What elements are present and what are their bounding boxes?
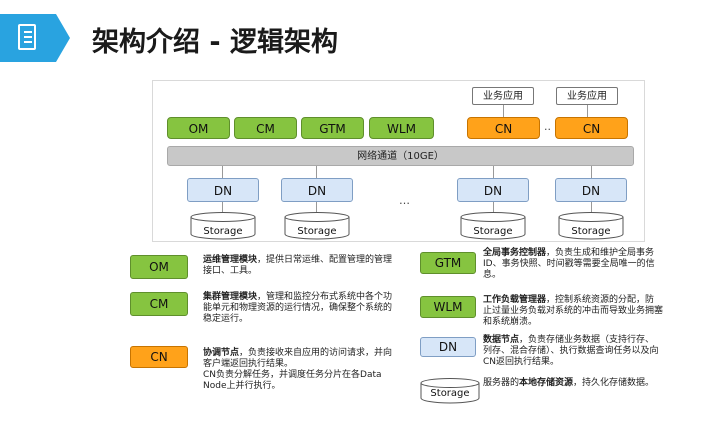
legend-gtm-desc: ，负责生成和维护全局事务ID、事务快照、时间戳等需要全局唯一的信息。 (483, 248, 655, 280)
connector-line (591, 202, 592, 212)
storage-cylinder-icon (284, 212, 350, 240)
gtm-node: GTM (301, 117, 364, 139)
legend-wlm-title: 工作负载管理器 (483, 295, 547, 305)
page-title: 架构介绍 - 逻辑架构 (92, 27, 339, 58)
storage-cylinder-icon (190, 212, 256, 240)
legend-cm-text: 集群管理模块，管理和监控分布式系统中各个功能单元和物理资源的运行情况，确保整个系… (203, 292, 393, 325)
legend-storage-text: 服务器的本地存储资源，持久化存储数据。 (483, 378, 663, 389)
legend-om-title: 运维管理模块 (203, 255, 258, 265)
legend-cn-box: CN (130, 346, 188, 368)
legend-cm-title: 集群管理模块 (203, 292, 258, 302)
legend-wlm-box: WLM (420, 296, 476, 318)
legend-storage-title: 本地存储资源 (519, 378, 574, 388)
app-box: 业务应用 (472, 87, 534, 105)
dn-ellipsis: … (399, 194, 410, 207)
legend-dn-text: 数据节点，负责存储业务数据（支持行存、列存、混合存储）、执行数据查询任务以及向C… (483, 335, 663, 368)
storage-cylinder-icon (460, 212, 526, 240)
legend-cn-desc: ，负责接收来自应用的访问请求，并向客户端返回执行结果。 (203, 348, 393, 369)
legend-om-desc: ，提供日常运维、配置管理的管理接口、工具。 (203, 255, 393, 276)
connector-line (587, 105, 588, 117)
wlm-node: WLM (369, 117, 434, 139)
legend-dn-title: 数据节点 (483, 335, 520, 345)
legend-om-box: OM (130, 255, 188, 279)
connector-line (222, 202, 223, 212)
legend-wlm-text: 工作负载管理器，控制系统资源的分配，防止过量业务负载对系统的冲击而导致业务拥塞和… (483, 295, 663, 328)
legend-storage-cylinder-icon (420, 378, 480, 404)
legend-cm-desc: ，管理和监控分布式系统中各个功能单元和物理资源的运行情况，确保整个系统的稳定运行… (203, 292, 393, 324)
legend-gtm-title: 全局事务控制器 (483, 248, 547, 258)
legend-cn-title: 协调节点 (203, 348, 240, 358)
cn-node: CN (467, 117, 540, 139)
legend-storage-desc: ，持久化存储数据。 (573, 378, 655, 388)
legend-storage-pre: 服务器的 (483, 378, 520, 388)
connector-line (591, 166, 592, 178)
legend-cn-text: 协调节点，负责接收来自应用的访问请求，并向客户端返回执行结果。 CN负责分解任务… (203, 348, 393, 392)
legend-om-text: 运维管理模块，提供日常运维、配置管理的管理接口、工具。 (203, 255, 393, 277)
dn-node: DN (457, 178, 529, 202)
storage-label: Storage (473, 226, 513, 237)
connector-line (316, 166, 317, 178)
connector-line (493, 202, 494, 212)
header-chevron-icon (56, 14, 70, 62)
document-icon (18, 24, 36, 50)
header-badge (0, 14, 56, 62)
legend-gtm-text: 全局事务控制器，负责生成和维护全局事务ID、事务快照、时间戳等需要全局唯一的信息… (483, 248, 663, 281)
connector-line (503, 105, 504, 117)
legend-dn-box: DN (420, 337, 476, 357)
cm-node: CM (234, 117, 297, 139)
connector-line (222, 166, 223, 178)
legend-wlm-desc: ，控制系统资源的分配，防止过量业务负载对系统的冲击而导致业务拥塞和系统崩溃。 (483, 295, 664, 327)
storage-label: Storage (203, 226, 243, 237)
om-node: OM (167, 117, 230, 139)
legend-storage-label: Storage (430, 388, 470, 399)
storage-cylinder-icon (558, 212, 624, 240)
legend-gtm-box: GTM (420, 252, 476, 274)
connector-line (316, 202, 317, 212)
legend-dn-desc: ，负责存储业务数据（支持行存、列存、混合存储）、执行数据查询任务以及向CN返回执… (483, 335, 659, 367)
legend-cn-desc2: CN负责分解任务，并调度任务分片在各Data Node上并行执行。 (203, 370, 382, 391)
dn-node: DN (281, 178, 353, 202)
dn-node: DN (555, 178, 627, 202)
app-box: 业务应用 (556, 87, 618, 105)
dn-node: DN (187, 178, 259, 202)
cn-node: CN (555, 117, 628, 139)
cn-ellipsis: .. (544, 120, 551, 133)
network-bus: 网络通道（10GE） (167, 146, 634, 166)
connector-line (493, 166, 494, 178)
storage-label: Storage (571, 226, 611, 237)
legend-cm-box: CM (130, 292, 188, 316)
storage-label: Storage (297, 226, 337, 237)
